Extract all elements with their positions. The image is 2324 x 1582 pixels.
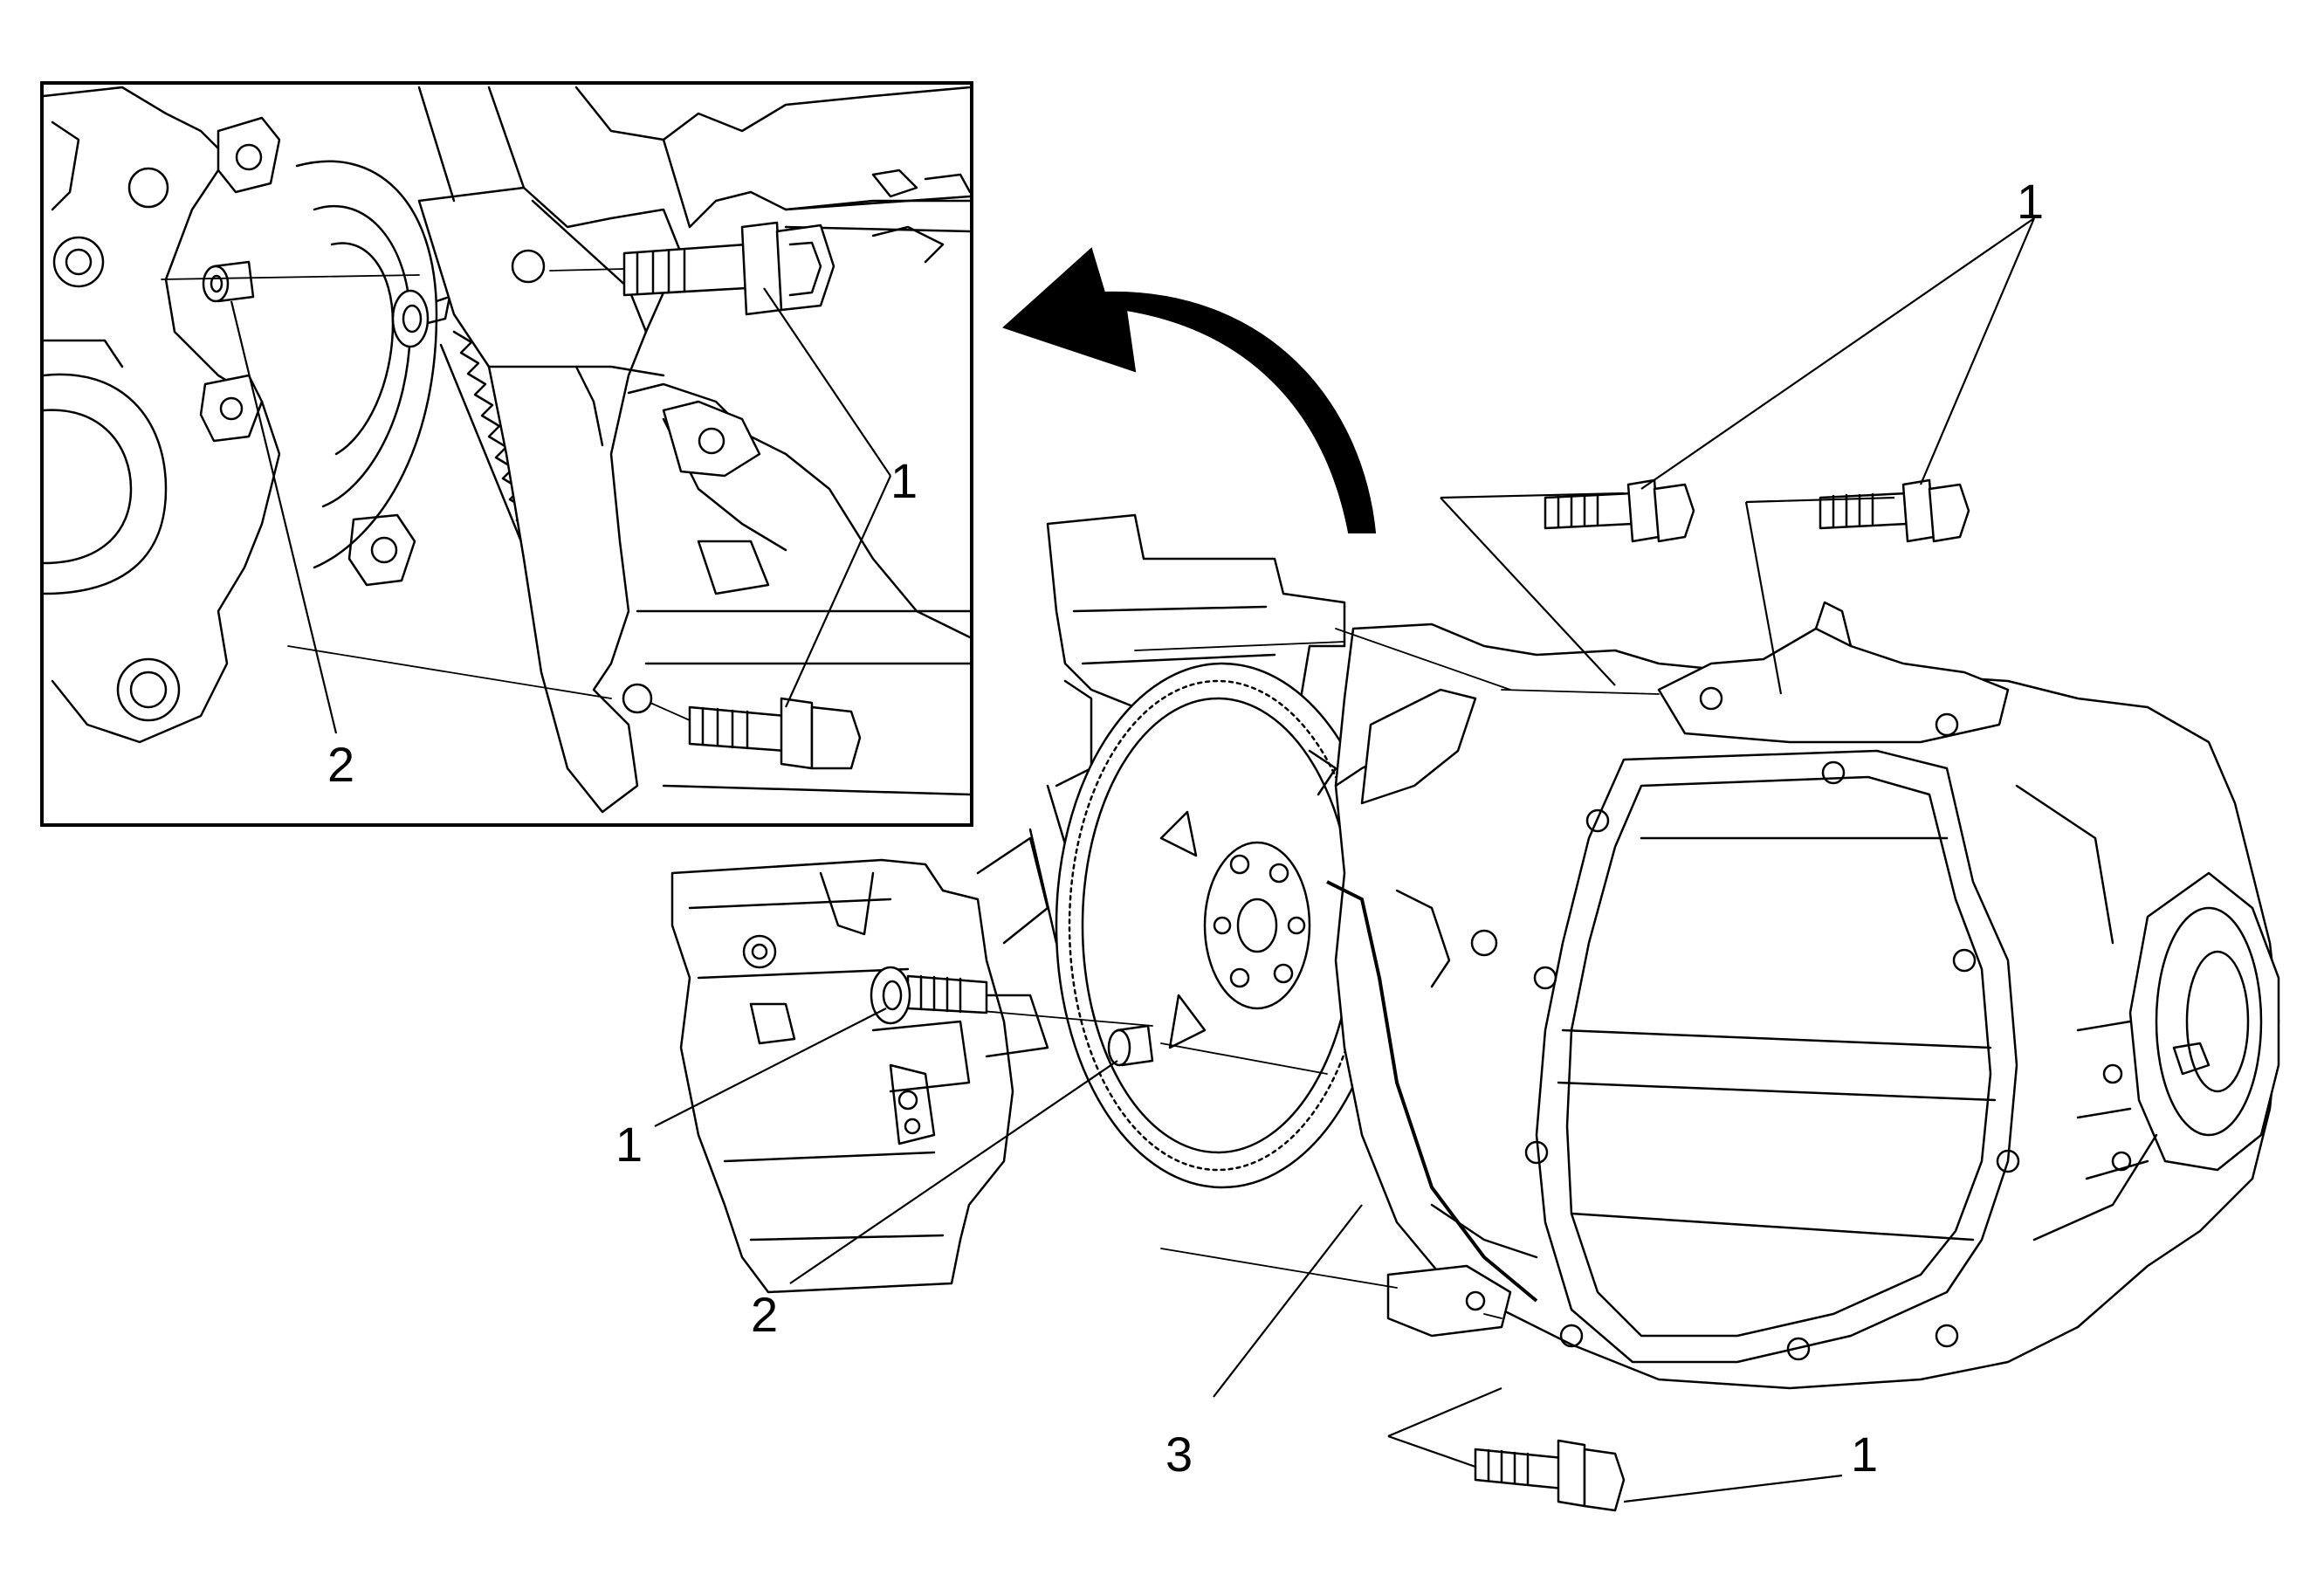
bolt-top-left [1544, 478, 1695, 543]
transaxle-assembly [1326, 601, 2280, 1390]
dowel-pin-main [1107, 1024, 1154, 1067]
callout-2-inset: 2 [327, 737, 354, 792]
detail-inset [40, 81, 973, 827]
callout-2-main: 2 [751, 1287, 778, 1342]
leader-lines-main [654, 217, 2036, 1503]
rotation-arrow-icon [1002, 247, 1377, 533]
bolt-bottom [1474, 1439, 1626, 1512]
bolt-top-right [1819, 478, 1970, 543]
callout-1-inset: 1 [890, 453, 918, 508]
callout-1-left: 1 [615, 1117, 643, 1172]
callout-1-bottom-right: 1 [1851, 1427, 1878, 1482]
callout-1-top-right: 1 [2017, 174, 2044, 229]
callout-3-transaxle: 3 [1165, 1427, 1193, 1482]
callout-labels: 1 1 2 1 2 3 1 [327, 174, 2044, 1482]
bolt-left [870, 966, 988, 1025]
